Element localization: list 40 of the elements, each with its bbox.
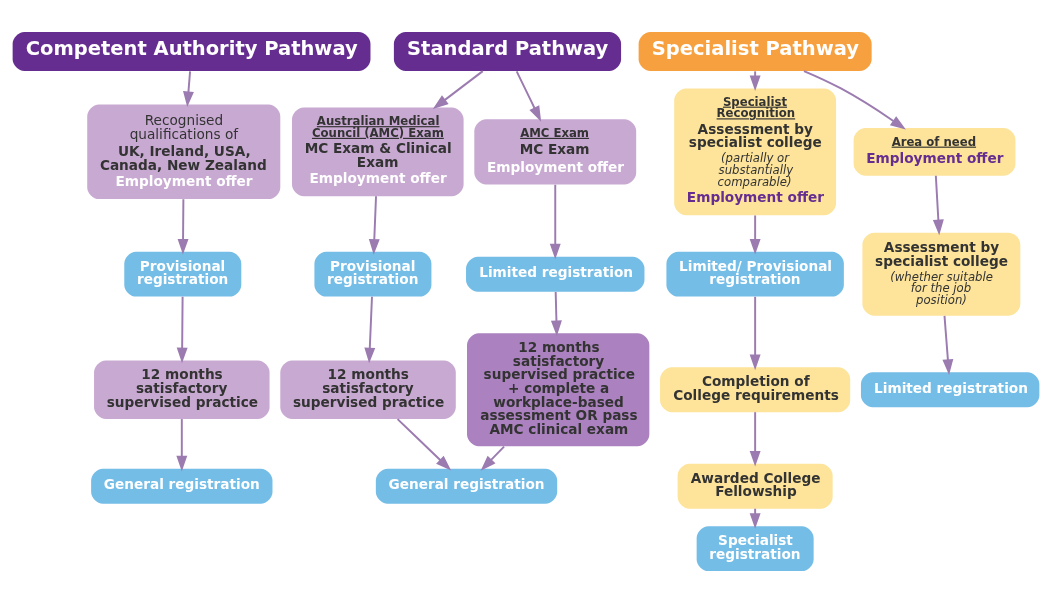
node-box: Australian Medical Council (AMC) Exam MC Exam & Clinical Exam Employment offer [292, 106, 464, 196]
node-box: Limited/ Provisional registration [666, 251, 844, 297]
node-box: Competent Authority Pathway [12, 31, 371, 71]
node-box: Assessment by specialist college (whether suitable for the job position) [862, 232, 1021, 316]
arrow [368, 194, 380, 255]
arrow [515, 69, 542, 122]
node-box: Recognised qualifications of UK, Ireland, USA, Canada, New Zealand Employment offer [87, 104, 281, 199]
arrow [550, 290, 562, 336]
node-box: Limited registration [860, 371, 1040, 407]
node-box: 12 months satisfactory supervised practice + complete a workplace-based assessment OR pass AMC clinical exam [467, 332, 650, 446]
node-box: General registration [375, 468, 558, 504]
arrow [183, 69, 194, 107]
arrow [176, 417, 188, 471]
node-box: AMC Exam MC Exam Employment offer [474, 118, 637, 184]
node-box: Awarded College Fellowship [677, 463, 833, 509]
node-box: Specialist Pathway [638, 31, 872, 71]
node-box: Limited registration [466, 256, 645, 292]
arrow [396, 417, 452, 471]
arrow [749, 295, 761, 370]
arrow [364, 295, 376, 363]
node-box: Area of need Employment offer [853, 127, 1016, 176]
node-box: Specialist registration [696, 525, 814, 571]
arrow [176, 295, 188, 363]
node-box: General registration [91, 468, 273, 504]
node-box: Provisional registration [314, 251, 432, 297]
node-box: 12 months satisfactory supervised practice [94, 360, 270, 419]
node-box: Specialist Recognition Assessment by specialist college (partially or substantially comparable) Employment offer [674, 87, 837, 215]
node-box: Provisional registration [124, 251, 242, 297]
arrow [480, 445, 506, 471]
arrow [932, 174, 944, 235]
arrow [749, 410, 761, 467]
node-box: Standard Pathway [393, 31, 622, 71]
arrow [803, 69, 906, 130]
node-box: Completion of College requirements [660, 366, 851, 412]
arrow [177, 197, 189, 255]
arrow [942, 314, 954, 375]
arrow [432, 69, 484, 109]
node-box: 12 months satisfactory supervised practice [280, 360, 456, 419]
arrow [749, 214, 761, 255]
arrow [549, 183, 561, 259]
